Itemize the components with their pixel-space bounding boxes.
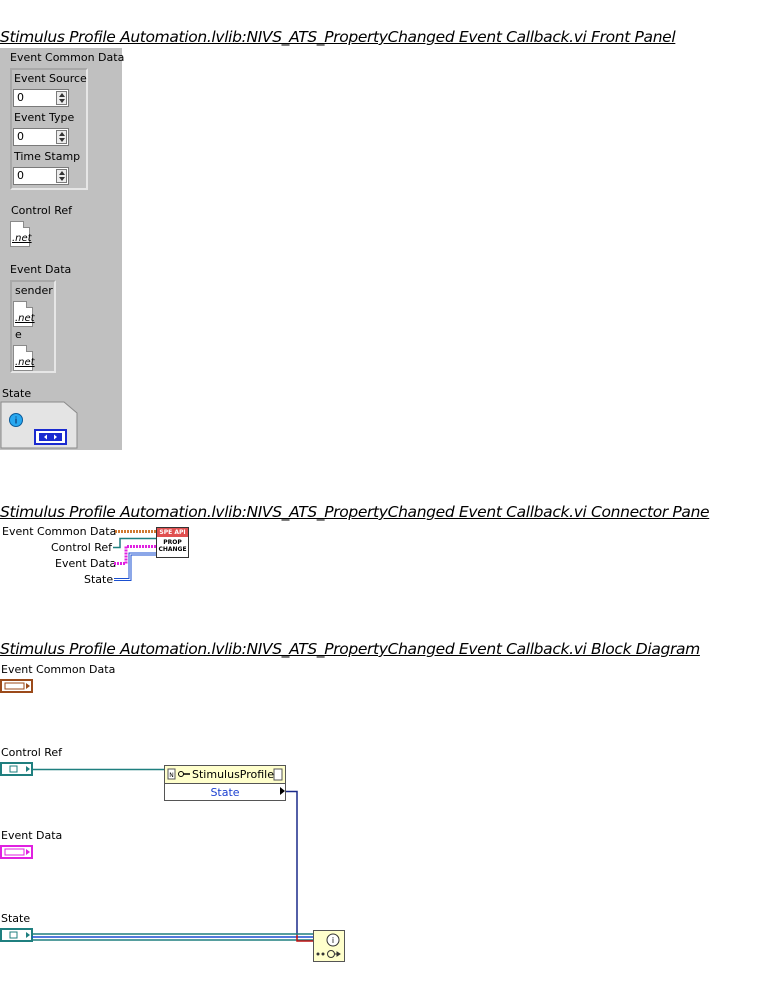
control-ref-label: Control Ref [11,204,73,217]
e-net-icon[interactable]: .net [13,345,35,371]
bd-event-data-terminal[interactable] [0,845,34,860]
stimulus-profile-property-node[interactable]: StimulusProfile State N [164,765,286,801]
bd-event-data-label: Event Data [1,829,63,842]
time-stamp-label: Time Stamp [14,150,81,163]
sender-net-icon[interactable]: .net [13,301,35,327]
event-type-field[interactable]: 0 [13,128,69,146]
connector-icon-bottom: PROP CHANGE [158,539,187,553]
connector-icon-top: SPE API [157,528,188,537]
cp-terminal-event-data: Event Data [55,557,117,570]
block-diagram-wires [32,768,314,942]
front-panel-canvas [0,48,122,450]
property-node-header: StimulusProfile [165,766,285,784]
event-common-data-cluster [10,68,88,190]
state-control[interactable]: i [0,401,78,449]
cp-terminal-event-common-data: Event Common Data [2,525,117,538]
event-source-field[interactable]: 0 [13,89,69,107]
bd-event-common-data-terminal[interactable] [0,679,34,694]
event-source-value: 0 [17,91,24,104]
control-ref-net-icon[interactable]: .net [10,221,32,247]
property-node-class: StimulusProfile [192,768,275,781]
svg-text:i: i [332,936,334,945]
front-panel-title: Stimulus Profile Automation.lvlib:NIVS_A… [0,28,676,46]
event-type-spinner-icon[interactable] [56,130,67,144]
connector-pane-icon[interactable]: SPE API PROP CHANGE [156,527,189,558]
connector-pane-wires [113,530,157,581]
svg-text:i: i [15,417,18,427]
event-source-label: Event Source [14,72,87,85]
event-common-data-label: Event Common Data [10,51,125,64]
cp-terminal-state: State [84,573,114,586]
e-icon-text: .net [15,357,35,368]
event-data-cluster [10,280,56,373]
cp-terminal-control-ref: Control Ref [51,541,113,554]
property-node-state: State [210,786,240,799]
time-stamp-field[interactable]: 0 [13,167,69,185]
info-invoke-node-icon[interactable]: i [313,930,346,963]
event-source-spinner-icon[interactable] [56,91,67,105]
time-stamp-spinner-icon[interactable] [56,169,67,183]
block-diagram-title: Stimulus Profile Automation.lvlib:NIVS_A… [0,640,700,658]
connector-pane-title: Stimulus Profile Automation.lvlib:NIVS_A… [0,503,710,521]
sender-label: sender [15,284,53,297]
state-label: State [2,387,32,400]
event-type-value: 0 [17,130,24,143]
svg-text:N: N [169,772,174,779]
time-stamp-value: 0 [17,169,24,182]
event-data-label: Event Data [10,263,72,276]
bd-state-label: State [1,912,31,925]
property-node-ref-icon: N [167,768,190,780]
e-label: e [15,328,22,341]
bd-state-terminal[interactable] [0,928,34,943]
control-ref-icon-text: .net [12,233,32,244]
event-type-label: Event Type [14,111,75,124]
info-icon [9,413,23,427]
property-node-state-row[interactable]: State [165,784,285,801]
property-node-output-arrow-icon [280,787,285,795]
bd-control-ref-label: Control Ref [1,746,63,759]
property-node-dup-icon [273,768,283,781]
sender-icon-text: .net [15,313,35,324]
bd-event-common-data-label: Event Common Data [1,663,116,676]
